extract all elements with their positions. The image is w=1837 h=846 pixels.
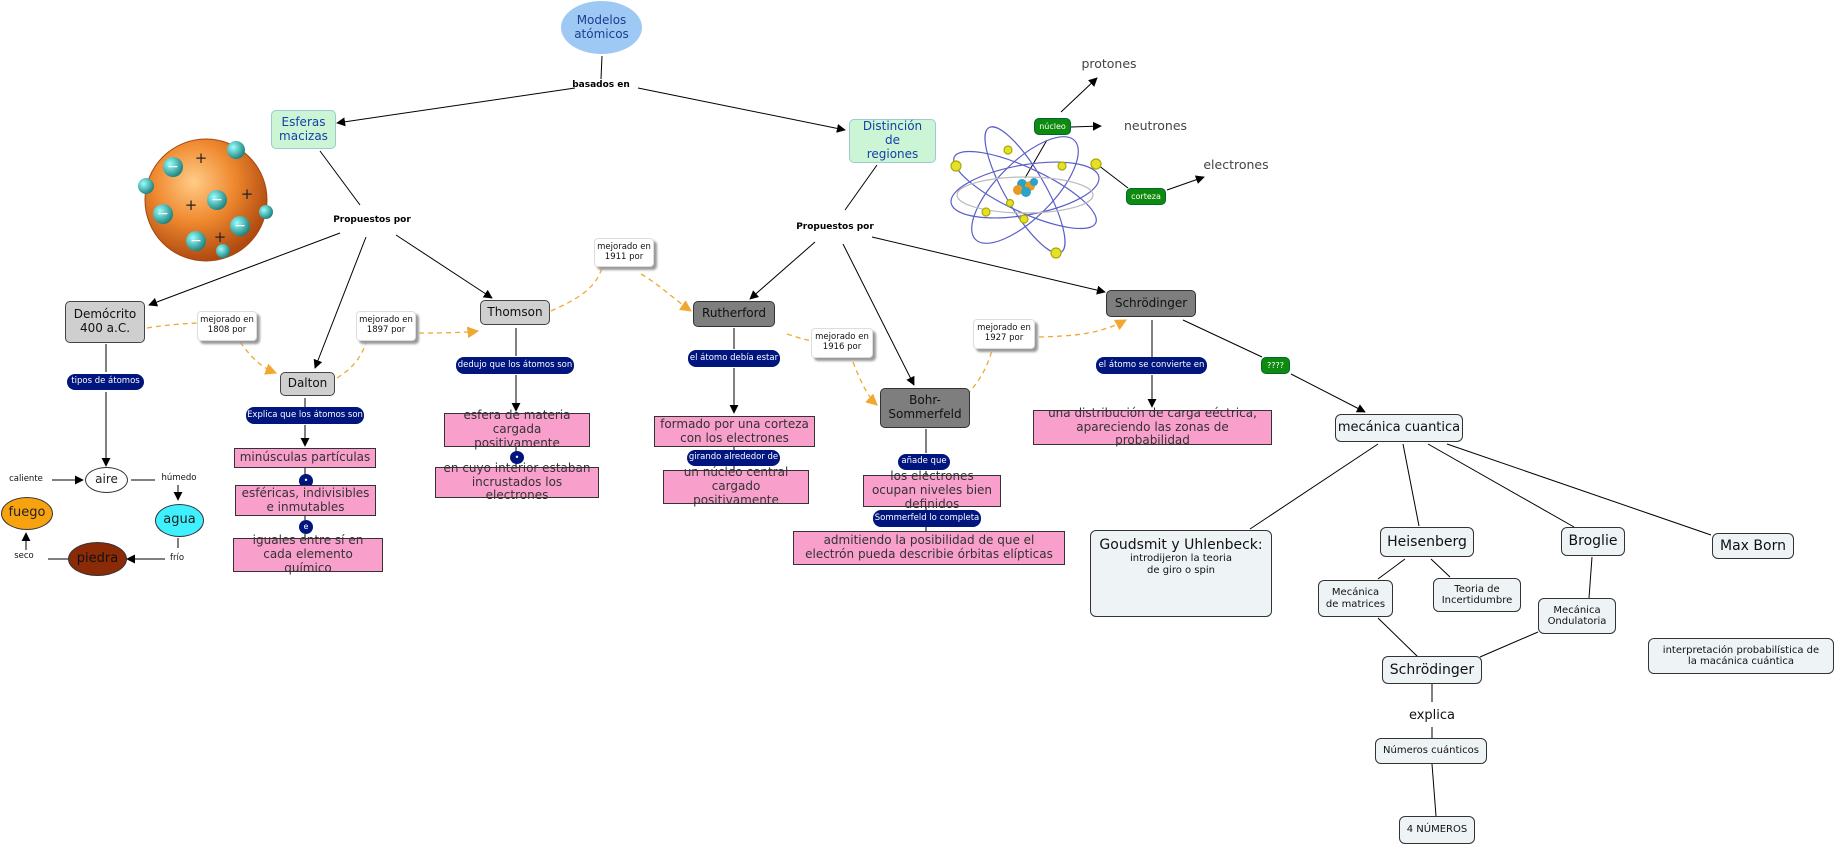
node-aire[interactable]: aire — [85, 467, 128, 493]
node-democrito[interactable]: Demócrito 400 a.C. — [65, 301, 145, 343]
node-esfera-de-materia[interactable]: esfera de materia cargada positivamente — [444, 408, 590, 450]
label-protones: protones — [1081, 55, 1137, 71]
connector-dot: • — [510, 451, 524, 464]
node-interpretacion-probabilistica[interactable]: interpretación probabilística de la macá… — [1648, 638, 1834, 674]
node-esferas-macizas[interactable]: Esferas macizas — [271, 110, 336, 149]
atom-ball-illustration — [138, 138, 273, 262]
node-heisenberg[interactable]: Heisenberg — [1380, 527, 1474, 557]
node-broglie[interactable]: Broglie — [1561, 527, 1625, 556]
label-explica: explica — [1408, 707, 1456, 723]
node-mecanica-de-matrices[interactable]: Mecánica de matrices — [1318, 580, 1393, 617]
minus-sign: − — [157, 205, 169, 222]
node-numeros-cuanticos[interactable]: Números cuánticos — [1375, 738, 1487, 764]
connector-dot-e: e — [299, 520, 313, 534]
label-mejorado-1916: mejorado en 1916 por — [811, 328, 873, 358]
node-minusculas-particulas[interactable]: minúsculas partículas — [234, 448, 376, 468]
label-mejorado-1911: mejorado en 1911 por — [594, 238, 654, 267]
node-goudsmit-uhlenbeck[interactable]: Goudsmit y Uhlenbeck: introdijeron la te… — [1090, 530, 1272, 617]
node-fuego[interactable]: fuego — [1, 497, 53, 530]
node-en-cuyo-interior[interactable]: en cuyo interior estaban incrustados los… — [435, 461, 599, 502]
node-iguales-entre-si[interactable]: iguales entre sí en cada elemento químic… — [233, 533, 383, 575]
minus-sign: − — [167, 158, 179, 175]
node-dalton[interactable]: Dalton — [280, 372, 335, 396]
tag-corteza: corteza — [1126, 188, 1166, 205]
tag-girando-alrededor-de: girando alrededor de — [687, 450, 780, 466]
label-mejorado-1808: mejorado en 1808 por — [197, 311, 257, 341]
label-mejorado-1927: mejorado en 1927 por — [973, 319, 1035, 349]
label-humedo: húmedo — [156, 472, 202, 485]
tag-explica-que-los-atomos-son: Explica que los átomos son — [246, 407, 364, 424]
plus-sign: + — [194, 149, 208, 168]
node-distribucion-de-carga[interactable]: una distribución de carga eéctrica, apar… — [1033, 406, 1272, 447]
minus-sign: − — [190, 232, 202, 249]
node-4-numeros[interactable]: 4 NÚMEROS — [1399, 816, 1475, 844]
label-seco: seco — [10, 550, 38, 563]
connector-dot: • — [299, 474, 313, 488]
tag-dedujo-que-los-atomos-son: dedujo que los átomos son — [456, 357, 574, 374]
goudsmit-title: Goudsmit y Uhlenbeck: — [1099, 537, 1263, 553]
label-neutrones: neutrones — [1123, 117, 1188, 133]
tag-el-atomo-debia-estar: el átomo debía estar — [688, 350, 780, 367]
node-max-born[interactable]: Max Born — [1712, 533, 1794, 559]
node-schrodinger-2[interactable]: Schrödinger — [1382, 656, 1482, 684]
tag-question-marks: ???? — [1261, 357, 1290, 374]
minus-sign: − — [211, 191, 223, 208]
tag-tipos-de-atomos: tipos de átomos — [67, 374, 144, 390]
node-piedra[interactable]: piedra — [68, 542, 127, 576]
atom-orbit-illustration — [950, 126, 1102, 259]
label-propuestos-por: Propuestos por — [796, 221, 874, 232]
plus-sign: + — [240, 185, 254, 204]
node-agua[interactable]: agua — [155, 504, 204, 537]
goudsmit-subtitle: introdijeron la teoria de giro o spin — [1130, 553, 1232, 576]
node-formado-por-una-corteza[interactable]: formado por una corteza con los electron… — [654, 416, 815, 447]
tag-sommerfeld-lo-completa: Sommerfeld lo completa — [873, 510, 981, 527]
title-modelos-atomicos[interactable]: Modelos atómicos — [561, 1, 642, 54]
node-admitiendo-posibilidad[interactable]: admitiendo la posibilidad de que el elec… — [793, 531, 1065, 565]
label-electrones: electrones — [1203, 156, 1269, 172]
node-teoria-incertidumbre[interactable]: Teoria de Incertidumbre — [1433, 578, 1521, 612]
node-bohr-sommerfeld[interactable]: Bohr-Sommerfeld — [880, 388, 970, 428]
minus-sign: − — [234, 217, 246, 234]
node-mecanica-ondulatoria[interactable]: Mecánica Ondulatoria — [1538, 598, 1616, 634]
label-frio: frío — [166, 552, 188, 565]
node-distincion-regiones[interactable]: Distinción de regiones — [849, 119, 936, 163]
node-thomson[interactable]: Thomson — [480, 300, 550, 325]
tag-nucleo: núcleo — [1034, 118, 1071, 135]
tag-anade-que: añade que — [898, 454, 950, 470]
label-basados-en: basados en — [572, 79, 630, 90]
label-caliente: caliente — [6, 473, 46, 486]
node-esfericas-indivisibles[interactable]: esféricas, indivisibles e inmutables — [235, 485, 376, 516]
node-mecanica-cuantica[interactable]: mecánica cuantica — [1335, 414, 1463, 442]
node-nucleo-central[interactable]: un núcleo central cargado positivamente — [663, 465, 809, 507]
label-mejorado-1897: mejorado en 1897 por — [356, 311, 416, 341]
label-propuestos-por: Propuestos por — [333, 214, 411, 225]
node-schrodinger[interactable]: Schrödinger — [1106, 290, 1196, 317]
plus-sign: + — [213, 228, 227, 247]
node-electrones-ocupan-niveles[interactable]: los electrones ocupan niveles bien defin… — [863, 469, 1001, 511]
node-rutherford[interactable]: Rutherford — [693, 301, 775, 327]
plus-sign: + — [184, 196, 198, 215]
tag-el-atomo-se-convierte-en: el átomo se convierte en — [1096, 357, 1207, 374]
